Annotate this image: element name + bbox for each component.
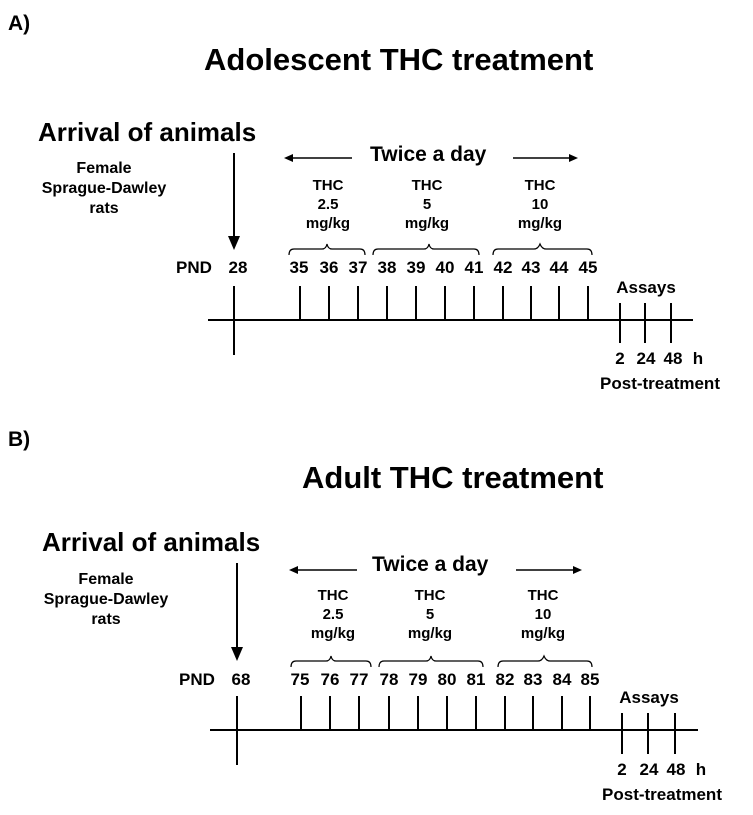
day-number: 38: [377, 258, 397, 277]
arrival-day: 28: [228, 258, 248, 277]
species-line: Female: [78, 571, 134, 588]
dose-amount: 2.5: [322, 606, 344, 623]
dose-drug: THC: [524, 177, 556, 194]
panel-title: Adolescent THC treatment: [204, 42, 594, 77]
left-arrowhead: [284, 154, 293, 162]
twice-a-day-label: Twice a day: [372, 553, 489, 576]
dose-drug: THC: [414, 587, 446, 604]
brace-10: [492, 242, 593, 256]
day-number: 37: [348, 258, 368, 277]
day-number: 35: [289, 258, 309, 277]
day-number: 39: [406, 258, 426, 277]
timeline-diagram: [210, 563, 698, 765]
post-time: 2: [617, 760, 627, 779]
twice-a-day-label: Twice a day: [370, 143, 487, 166]
species-line: Sprague-Dawley: [43, 591, 169, 608]
post-unit: h: [695, 760, 707, 779]
day-number: 78: [379, 670, 399, 689]
post-time: 24: [639, 760, 659, 779]
dose-amount: 5: [425, 606, 435, 623]
timeline-diagram: [208, 153, 693, 355]
day-number: 82: [495, 670, 515, 689]
dose-drug: THC: [317, 587, 349, 604]
post-time: 48: [663, 349, 683, 368]
dose-unit: mg/kg: [520, 625, 566, 642]
species-line: rats: [89, 200, 119, 217]
assays-label: Assays: [619, 688, 679, 707]
dose-block: THC 5 mg/kg: [387, 176, 467, 233]
day-number: 76: [320, 670, 340, 689]
day-number: 80: [437, 670, 457, 689]
day-number: 36: [319, 258, 339, 277]
brace-10: [497, 654, 593, 668]
panel-adult: B) Adult THC treatment Arrival of animal…: [0, 408, 753, 815]
post-unit: h: [692, 349, 704, 368]
dose-amount: 10: [531, 196, 549, 213]
arrival-arrowhead: [228, 236, 240, 250]
brace-5: [372, 243, 480, 256]
dose-amount: 10: [534, 606, 552, 623]
left-arrowhead: [289, 566, 298, 574]
dose-block: THC 10 mg/kg: [503, 586, 583, 643]
arrival-day: 68: [231, 670, 251, 689]
day-number: 43: [521, 258, 541, 277]
species-line: Female: [76, 160, 132, 177]
brace-2-5: [290, 655, 372, 668]
dose-unit: mg/kg: [404, 215, 450, 232]
post-time: 48: [666, 760, 686, 779]
post-time: 2: [615, 349, 625, 368]
species-line: Sprague-Dawley: [41, 180, 167, 197]
species-label: Female Sprague-Dawley rats: [32, 159, 176, 219]
day-number: 44: [549, 258, 569, 277]
brace-2-5: [288, 243, 366, 256]
dose-amount: 2.5: [317, 196, 339, 213]
day-number: 77: [349, 670, 369, 689]
right-arrowhead: [569, 154, 578, 162]
dose-block: THC 2.5 mg/kg: [293, 586, 373, 643]
post-treatment-label: Post-treatment: [602, 785, 722, 804]
species-line: rats: [91, 611, 121, 628]
day-number: 45: [578, 258, 598, 277]
dose-drug: THC: [312, 177, 344, 194]
post-treatment-label: Post-treatment: [600, 374, 720, 393]
day-ticks: [300, 696, 591, 730]
panel-adolescent: A) Adolescent THC treatment Arrival of a…: [0, 0, 753, 407]
dose-unit: mg/kg: [407, 625, 453, 642]
arrival-heading: Arrival of animals: [42, 527, 261, 557]
dose-unit: mg/kg: [305, 215, 351, 232]
dose-block: THC 10 mg/kg: [500, 176, 580, 233]
pnd-label: PND: [176, 258, 212, 277]
dose-drug: THC: [527, 587, 559, 604]
assays-label: Assays: [616, 278, 676, 297]
arrival-arrowhead: [231, 647, 243, 661]
day-number: 75: [290, 670, 310, 689]
dose-unit: mg/kg: [517, 215, 563, 232]
dose-block: THC 2.5 mg/kg: [288, 176, 368, 233]
pnd-label: PND: [179, 670, 215, 689]
panel-label: A): [8, 12, 31, 35]
post-time: 24: [636, 349, 656, 368]
brace-5: [378, 655, 484, 668]
right-arrowhead: [573, 566, 582, 574]
panel-label: B): [8, 428, 31, 451]
dose-drug: THC: [411, 177, 443, 194]
dose-block: THC 5 mg/kg: [390, 586, 470, 643]
day-number: 42: [493, 258, 513, 277]
day-number: 83: [523, 670, 543, 689]
day-number: 40: [435, 258, 455, 277]
day-number: 79: [408, 670, 428, 689]
day-ticks: [299, 286, 589, 320]
day-number: 84: [552, 670, 572, 689]
panel-title: Adult THC treatment: [302, 460, 604, 495]
dose-amount: 5: [422, 196, 432, 213]
day-number: 85: [580, 670, 600, 689]
day-number: 81: [466, 670, 486, 689]
arrival-heading: Arrival of animals: [38, 117, 257, 147]
day-number: 41: [464, 258, 484, 277]
species-label: Female Sprague-Dawley rats: [34, 570, 178, 630]
dose-unit: mg/kg: [310, 625, 356, 642]
